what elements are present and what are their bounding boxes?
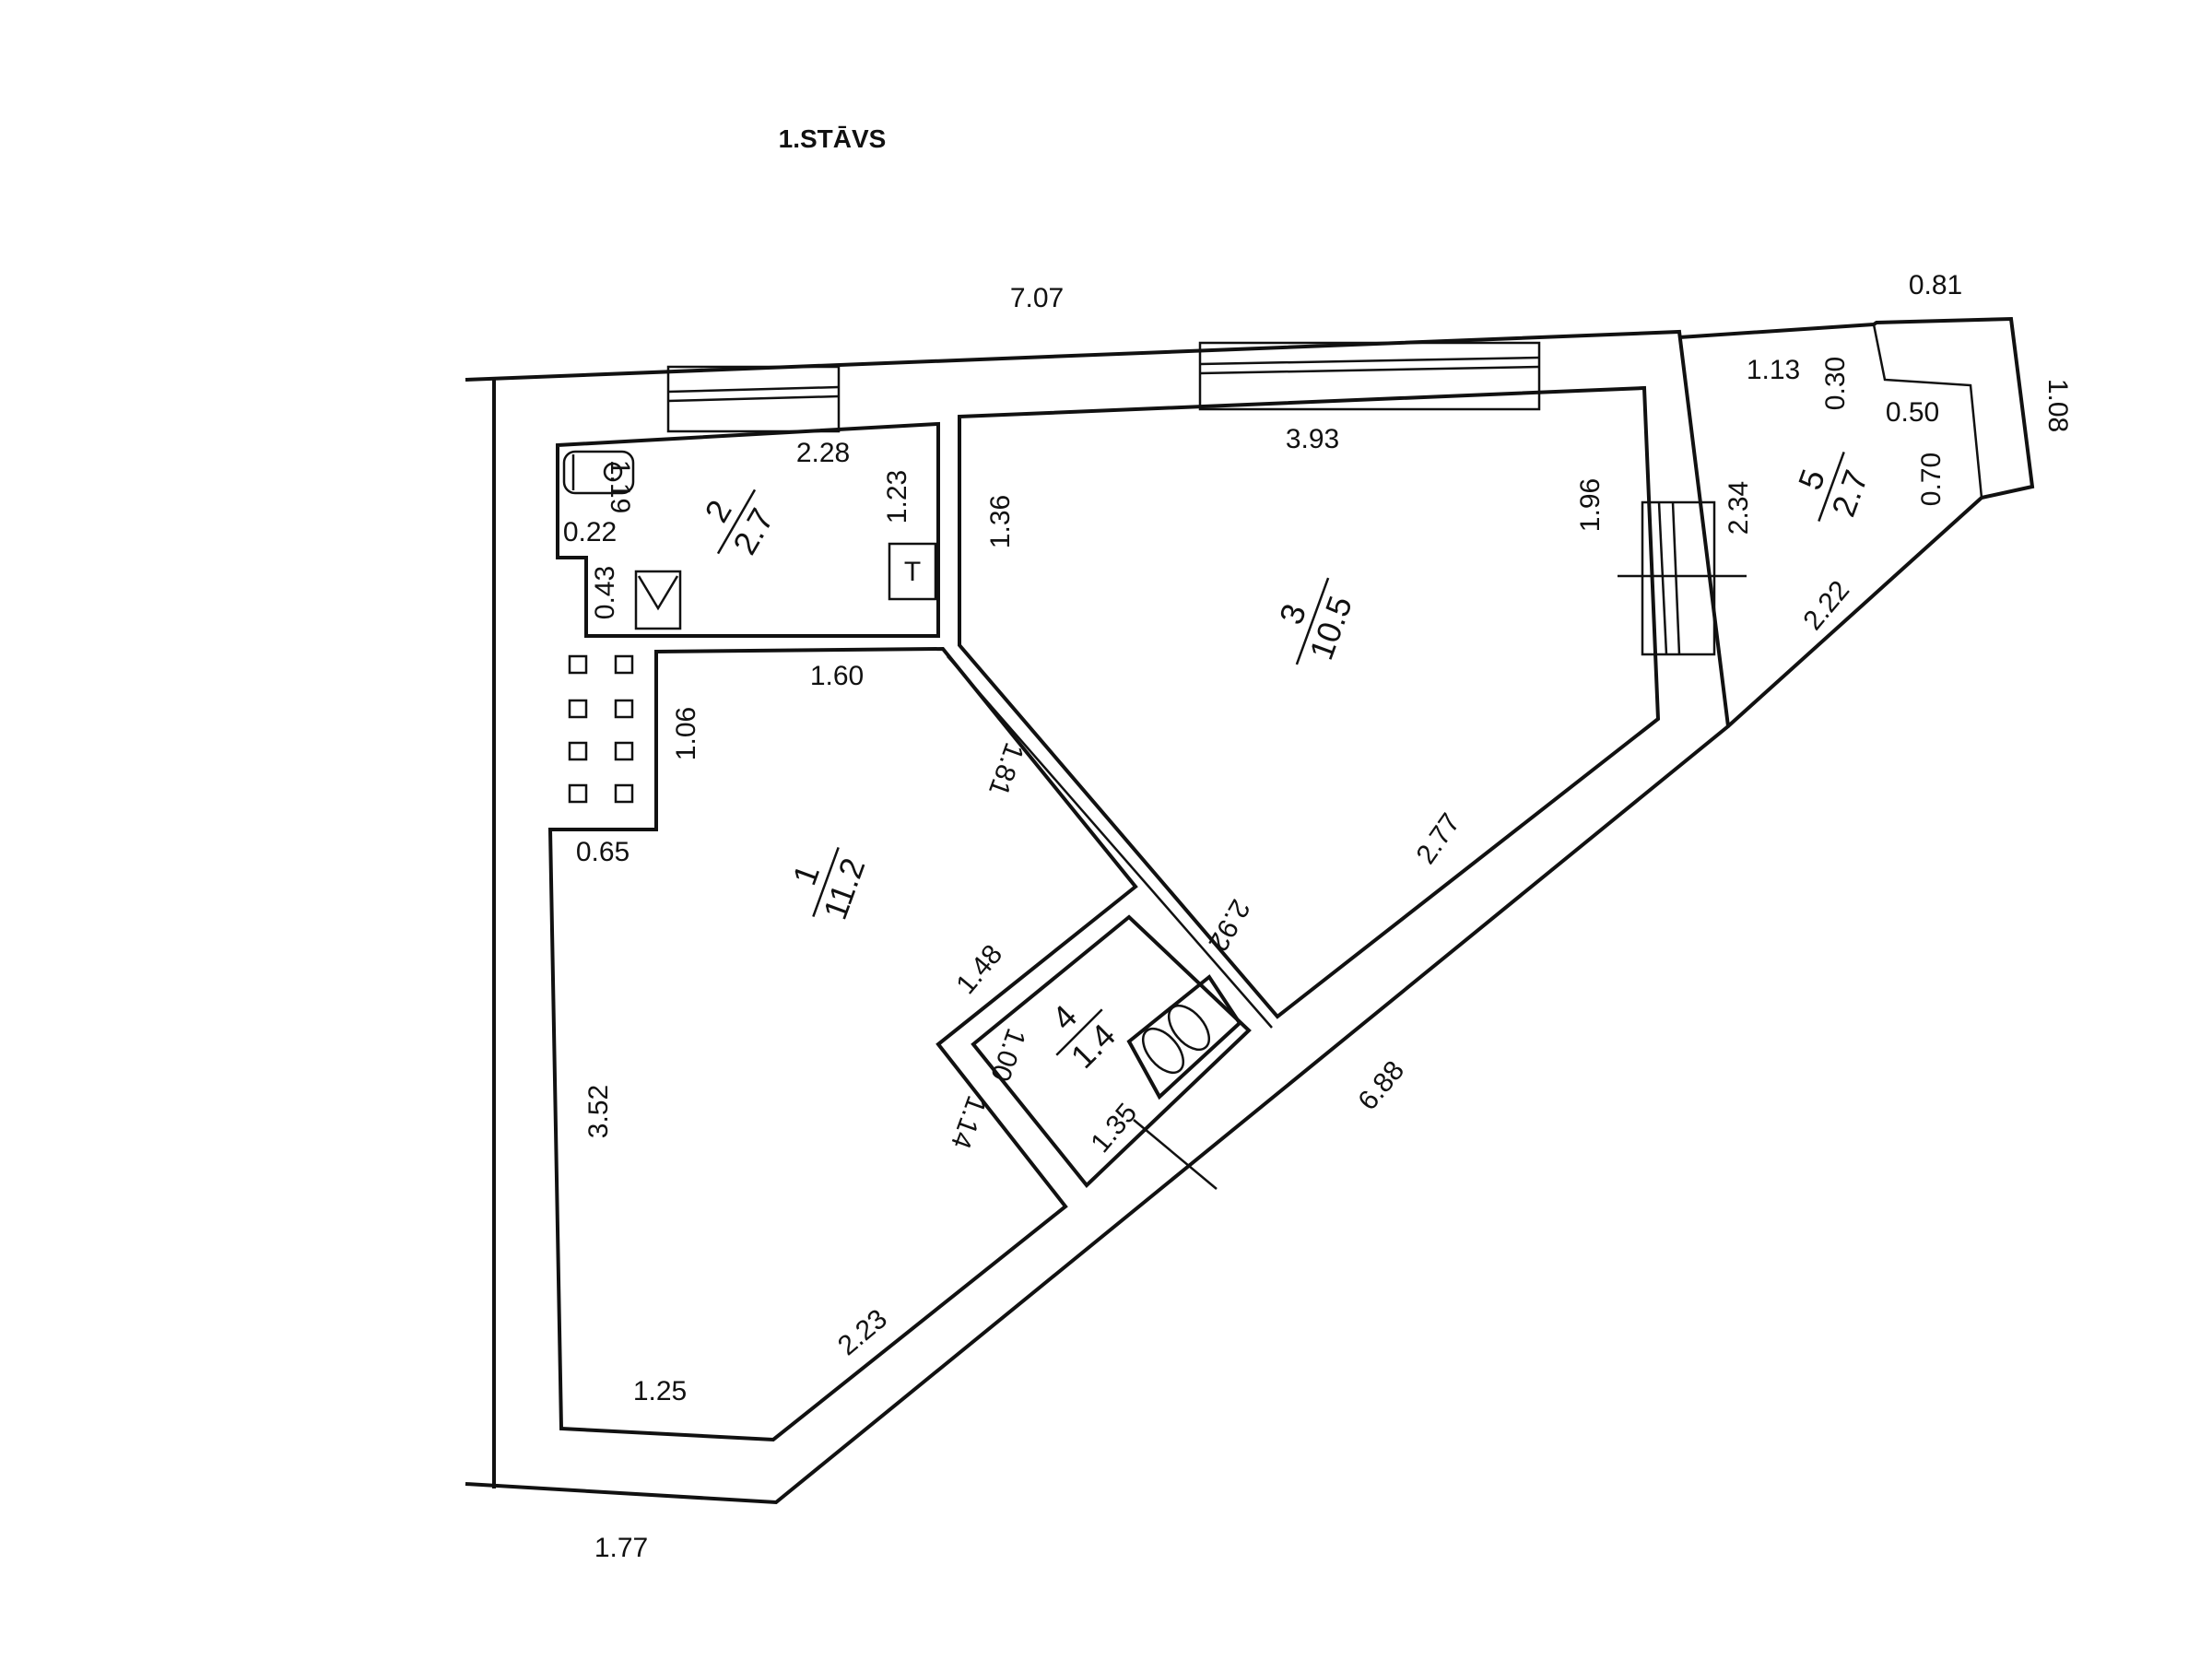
window-1 bbox=[666, 365, 841, 433]
room-3-outline bbox=[958, 385, 1661, 1019]
dim: 2.92 bbox=[1202, 894, 1255, 956]
toilet-icon bbox=[562, 450, 635, 495]
dim: 2.77 bbox=[1410, 808, 1466, 870]
svg-text:T: T bbox=[904, 557, 921, 587]
dim: 1.48 bbox=[950, 939, 1008, 1000]
dim: 0.81 bbox=[1909, 270, 1962, 300]
dim: 1.81 bbox=[982, 738, 1030, 799]
dim: 0.50 bbox=[1886, 397, 1939, 428]
dim: 1.19 bbox=[605, 460, 635, 513]
svg-text:1: 1 bbox=[785, 860, 827, 890]
dim: 1.25 bbox=[633, 1376, 687, 1406]
svg-text:3: 3 bbox=[1272, 599, 1313, 629]
dim: 0.65 bbox=[576, 837, 629, 867]
partition-wall bbox=[947, 655, 1273, 1029]
svg-text:11.2: 11.2 bbox=[816, 853, 873, 924]
dim: 0.70 bbox=[1916, 453, 1947, 506]
dim: 1.08 bbox=[2042, 379, 2073, 432]
room-label-4: 4 1.4 bbox=[1044, 997, 1123, 1076]
dim: 3.52 bbox=[583, 1085, 614, 1138]
stove-icon: T bbox=[888, 542, 937, 601]
room-1-outline bbox=[547, 646, 1138, 1442]
ventilation-grid-icon bbox=[568, 654, 634, 804]
svg-text:5: 5 bbox=[1791, 465, 1832, 495]
dim: 7.07 bbox=[1010, 283, 1064, 313]
dim: 6.88 bbox=[1352, 1055, 1410, 1116]
room-label-5: 5 2.7 bbox=[1791, 451, 1876, 523]
floor-title: 1.STĀVS bbox=[779, 124, 887, 153]
dim: 2.28 bbox=[796, 438, 850, 468]
dim: 3.93 bbox=[1286, 424, 1339, 454]
room-label-1: 1 11.2 bbox=[785, 846, 873, 924]
room-2-outline bbox=[556, 421, 940, 638]
svg-text:10.5: 10.5 bbox=[1302, 591, 1359, 665]
dim: 1.23 bbox=[882, 470, 912, 524]
room-label-3: 3 10.5 bbox=[1272, 577, 1359, 665]
dim: 2.34 bbox=[1724, 481, 1754, 535]
room-label-2: 2 2.7 bbox=[697, 488, 781, 560]
dim: 1.35 bbox=[1085, 1098, 1143, 1159]
room-4-outline bbox=[971, 914, 1252, 1188]
sink-icon bbox=[634, 570, 682, 630]
dim: 1.60 bbox=[810, 661, 864, 691]
window-2 bbox=[1198, 341, 1541, 411]
dim: 1.96 bbox=[1575, 478, 1606, 532]
svg-text:2: 2 bbox=[697, 494, 739, 529]
dim: 2.22 bbox=[1797, 575, 1855, 636]
dim: 1.77 bbox=[594, 1533, 648, 1563]
shower-icon bbox=[1126, 974, 1242, 1100]
dim: 1.00 bbox=[984, 1024, 1031, 1085]
dim: 1.14 bbox=[945, 1091, 992, 1152]
balcony-door bbox=[1618, 500, 1747, 656]
svg-text:4: 4 bbox=[1044, 997, 1084, 1037]
dim: 1.13 bbox=[1747, 355, 1800, 385]
dim: 0.22 bbox=[563, 517, 617, 547]
dim: 0.43 bbox=[590, 566, 620, 619]
entrance-marker bbox=[1133, 1119, 1218, 1190]
dim: 0.30 bbox=[1820, 357, 1851, 410]
dim: 1.06 bbox=[671, 707, 701, 760]
balcony-parapet bbox=[1872, 324, 1983, 499]
dim: 1.36 bbox=[985, 495, 1016, 548]
dimension-labels: 7.07 0.81 1.08 1.13 0.30 0.50 0.70 2.34 … bbox=[563, 270, 2073, 1563]
svg-text:2.7: 2.7 bbox=[1824, 465, 1876, 522]
